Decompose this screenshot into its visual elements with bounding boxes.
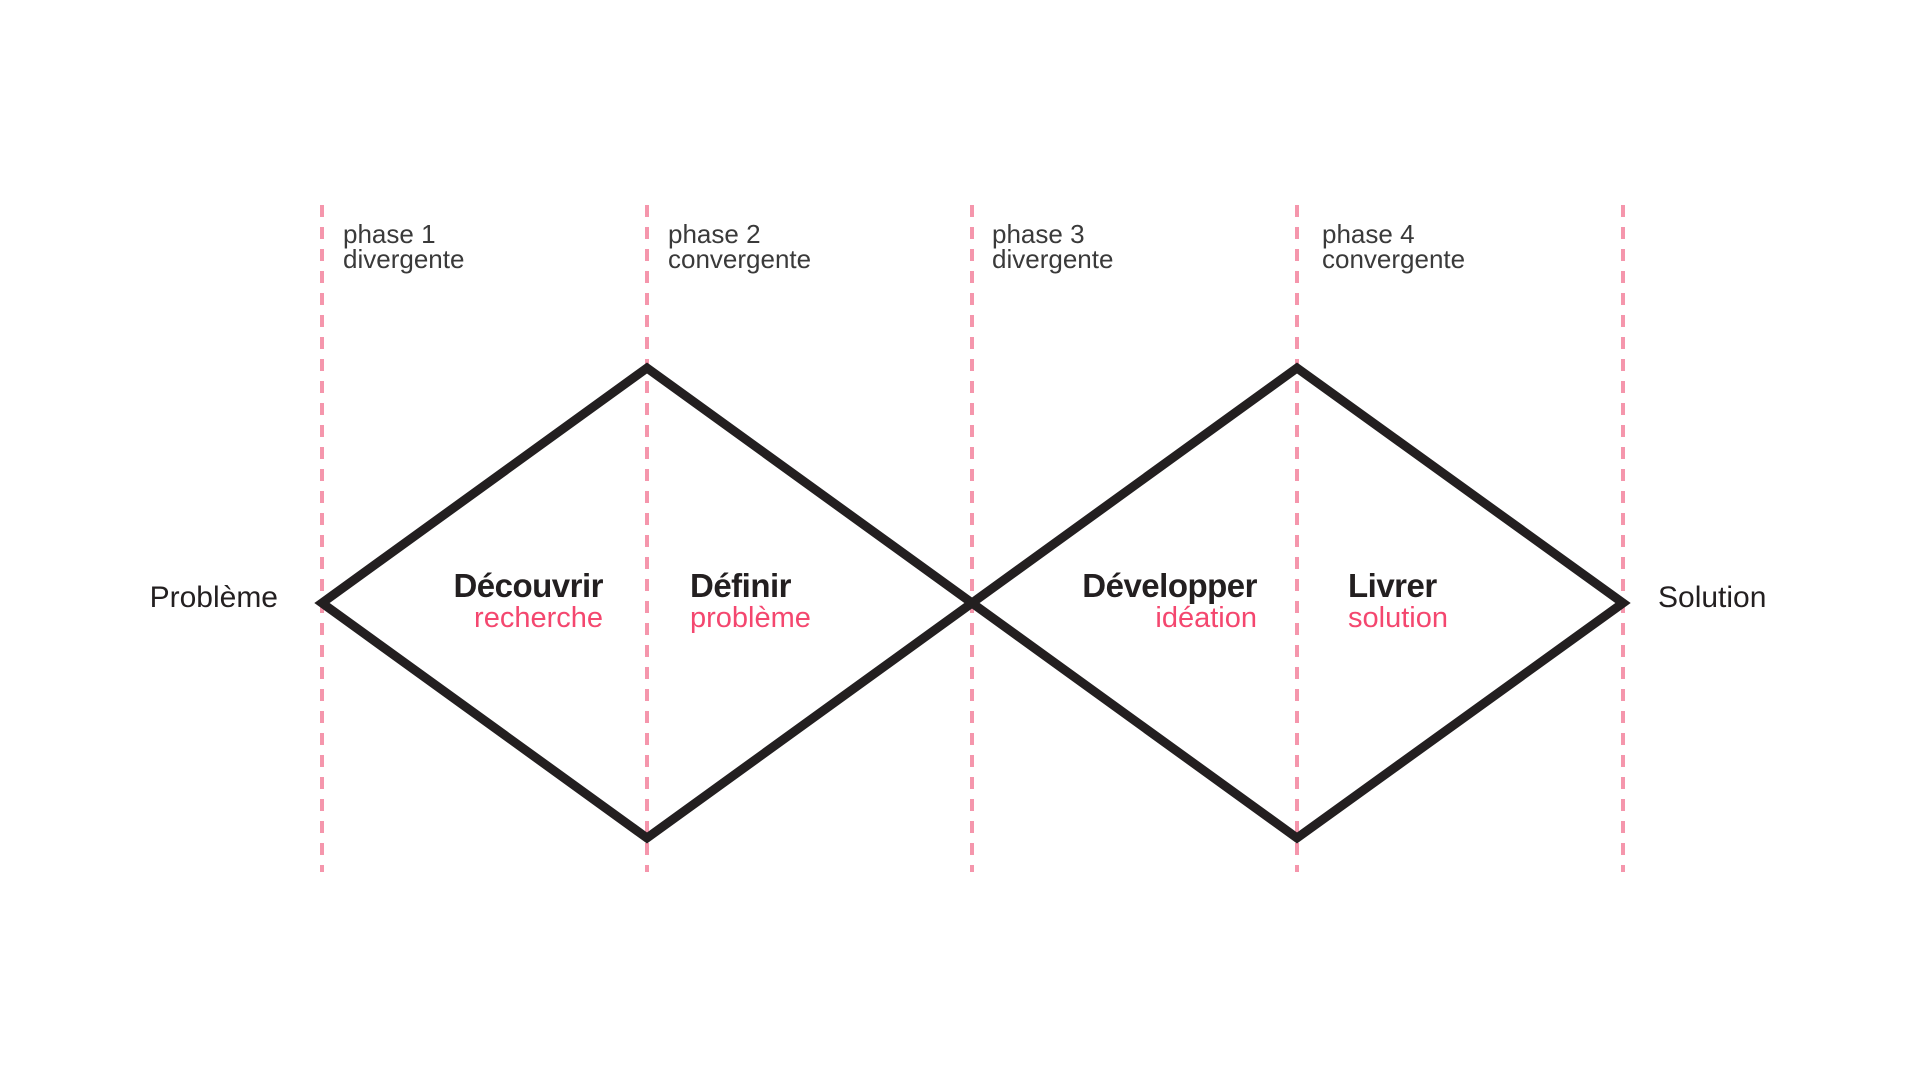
stage-name-develop: Développer — [1082, 567, 1257, 604]
phase-label-3: phase 3 divergente — [992, 219, 1114, 274]
phase-label-1: phase 1 divergente — [343, 219, 465, 274]
phase-3-mode: divergente — [992, 244, 1114, 274]
phase-4-number: phase 4 — [1322, 219, 1415, 249]
endpoint-problem: Problème — [149, 581, 278, 614]
stage-sub-discover: recherche — [474, 602, 603, 634]
phase-label-4: phase 4 convergente — [1322, 219, 1466, 274]
phase-3-number: phase 3 — [992, 219, 1085, 249]
stage-sub-deliver: solution — [1348, 602, 1448, 634]
stage-sub-develop: idéation — [1155, 602, 1257, 634]
phase-2-number: phase 2 — [668, 219, 761, 249]
phase-4-mode: convergente — [1322, 244, 1466, 274]
phase-2-mode: convergente — [668, 244, 812, 274]
stage-sub-define: problème — [690, 602, 811, 634]
phase-1-mode: divergente — [343, 244, 465, 274]
endpoint-solution: Solution — [1658, 581, 1767, 614]
phase-1-number: phase 1 — [343, 219, 436, 249]
stage-name-deliver: Livrer — [1348, 567, 1437, 604]
right-diamond-outline — [964, 362, 1631, 844]
stage-name-discover: Découvrir — [453, 567, 603, 604]
phase-label-2: phase 2 convergente — [668, 219, 812, 274]
stage-name-define: Définir — [690, 567, 792, 604]
